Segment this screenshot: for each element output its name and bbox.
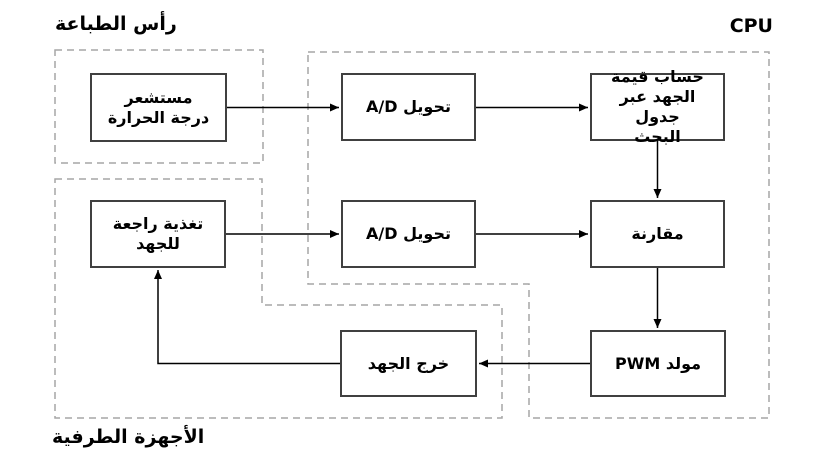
region-label-cpu: CPU bbox=[729, 15, 773, 37]
region-label-peripherals: الأجهزة الطرفية bbox=[52, 426, 205, 448]
node-compare: مقارنة bbox=[590, 200, 725, 268]
node-lookup-table: حساب قيمة الجهد عبر جدول البحث bbox=[590, 67, 725, 146]
node-temperature-sensor: مستشعر درجة الحرارة bbox=[90, 73, 227, 142]
node-pwm-generator: مولد PWM bbox=[590, 330, 726, 397]
region-peripherals-outline bbox=[54, 178, 503, 419]
arrow-output-to-feedback bbox=[154, 270, 340, 365]
node-adc-top: تحويل A/D bbox=[341, 73, 476, 141]
node-voltage-feedback: تغذية راجعة للجهد bbox=[90, 200, 226, 268]
region-cpu-outline bbox=[307, 51, 770, 419]
region-print-head-outline bbox=[54, 49, 264, 164]
region-label-print-head: رأس الطباعة bbox=[55, 13, 177, 35]
node-voltage-output: خرج الجهد bbox=[340, 330, 477, 397]
node-adc-bottom: تحويل A/D bbox=[341, 200, 476, 268]
